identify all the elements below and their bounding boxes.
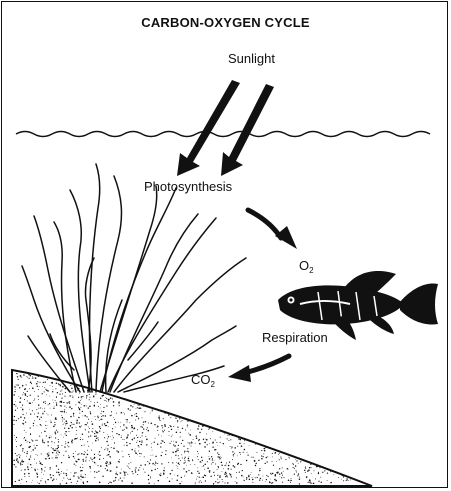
oxygen-label: O2 — [299, 259, 314, 275]
oxygen-subscript: 2 — [309, 266, 313, 275]
carbon-dioxide-subscript: 2 — [211, 380, 215, 389]
carbon-dioxide-symbol: CO — [191, 372, 211, 387]
sunlight-label: Sunlight — [228, 52, 275, 65]
carbon-dioxide-label: CO2 — [191, 373, 215, 389]
respiration-to-carbon-dioxide-arrow — [228, 356, 289, 382]
aquatic-plant — [22, 164, 246, 392]
photosynthesis-to-oxygen-arrow — [248, 210, 297, 249]
sunlight-arrows — [177, 80, 274, 176]
water-surface — [16, 132, 430, 137]
photosynthesis-label: Photosynthesis — [144, 180, 232, 193]
fish-anal-fin — [368, 316, 394, 334]
respiration-label: Respiration — [262, 331, 328, 344]
oxygen-symbol: O — [299, 258, 309, 273]
diagram-title: CARBON-OXYGEN CYCLE — [0, 16, 451, 29]
fish-tail — [400, 284, 438, 325]
